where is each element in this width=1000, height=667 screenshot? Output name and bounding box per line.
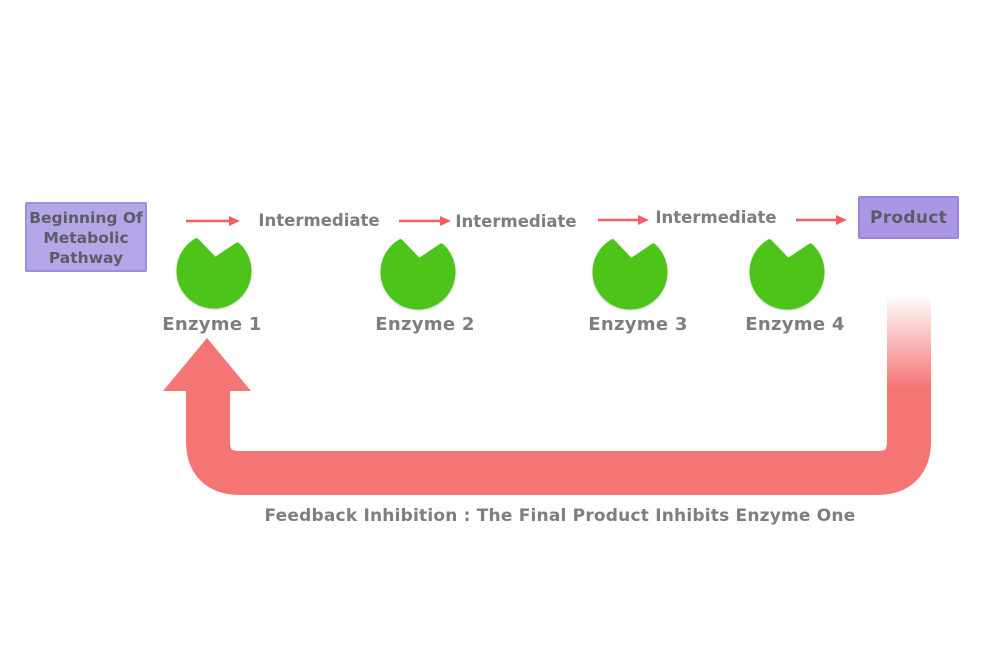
start-box-line-2: Metabolic [43, 229, 129, 247]
feedback-arrow-head [163, 338, 251, 391]
reaction-arrow-icon-4 [796, 215, 847, 225]
start-box: Beginning Of Metabolic Pathway [25, 202, 147, 272]
enzyme-2-label: Enzyme 2 [375, 314, 475, 335]
enzyme-1-label: Enzyme 1 [162, 314, 262, 335]
enzyme-2-shape-icon [380, 239, 456, 310]
enzyme-3-shape-icon [592, 239, 668, 310]
enzyme-1-shape-icon [176, 238, 252, 309]
intermediate-label-2: Intermediate [455, 212, 577, 231]
product-box: Product [858, 196, 959, 239]
reaction-arrow-icon-1 [186, 216, 240, 226]
start-box-line-1: Beginning Of [29, 209, 143, 227]
caption: Feedback Inhibition : The Final Product … [264, 506, 856, 526]
enzyme-4-shape-icon [749, 239, 825, 310]
enzyme-3-label: Enzyme 3 [588, 314, 688, 335]
reaction-arrow-icon-3 [598, 215, 649, 225]
reaction-arrow-icon-2 [399, 216, 451, 226]
feedback-arrow-shaft [186, 298, 931, 495]
intermediate-label-3: Intermediate [655, 208, 777, 227]
start-box-line-3: Pathway [48, 249, 124, 267]
intermediate-label-1: Intermediate [258, 211, 380, 230]
enzyme-4-label: Enzyme 4 [745, 314, 845, 335]
